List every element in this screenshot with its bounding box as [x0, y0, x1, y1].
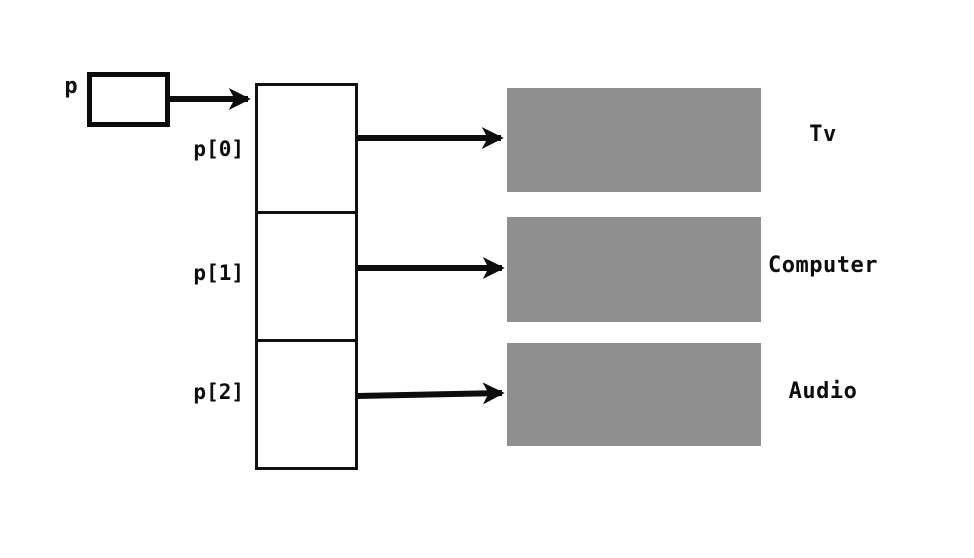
array-cell-2 — [258, 339, 355, 467]
array-cell-label-1: p[1] — [193, 261, 244, 285]
array-cell-0 — [258, 86, 355, 211]
target-label-tv: Tv — [809, 122, 837, 147]
target-box-tv — [507, 88, 761, 192]
pointer-variable-label: p — [64, 74, 78, 99]
target-label-audio: Audio — [788, 379, 858, 404]
array-cell-1 — [258, 211, 355, 339]
target-box-audio — [507, 343, 761, 446]
array-cell-label-2: p[2] — [193, 380, 244, 404]
array-cell-label-0: p[0] — [193, 137, 244, 161]
pointer-array-box — [255, 83, 358, 470]
target-box-computer — [507, 217, 761, 322]
target-label-computer: Computer — [768, 253, 878, 278]
pointer-variable-box — [87, 72, 170, 127]
arrow-cell2-to-audio — [356, 382, 505, 405]
